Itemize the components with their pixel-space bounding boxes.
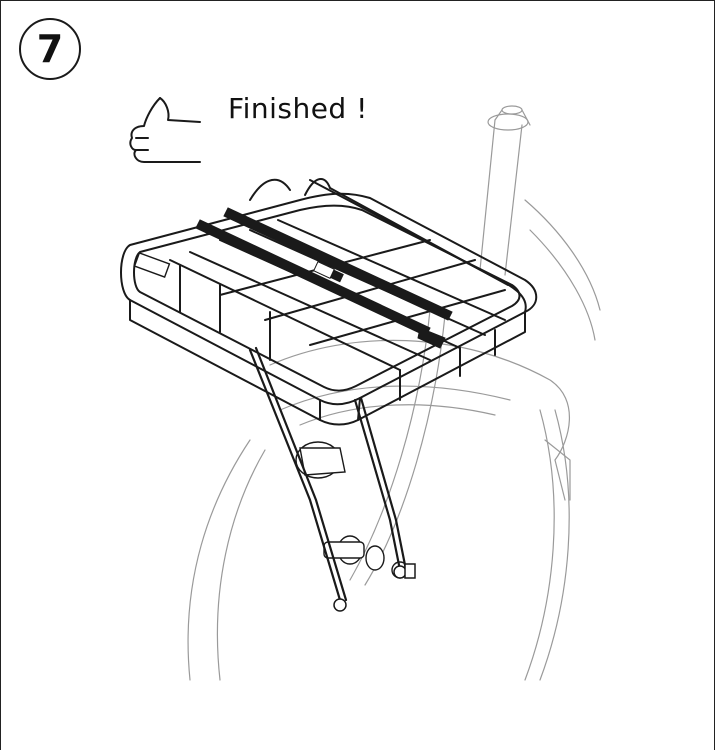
- step-number: 7: [36, 27, 64, 71]
- thumbs-up-icon: [129, 97, 201, 163]
- finished-caption: Finished !: [228, 92, 368, 125]
- bike-front-rack-illustration: [120, 105, 601, 681]
- step-number-badge: 7: [19, 18, 81, 80]
